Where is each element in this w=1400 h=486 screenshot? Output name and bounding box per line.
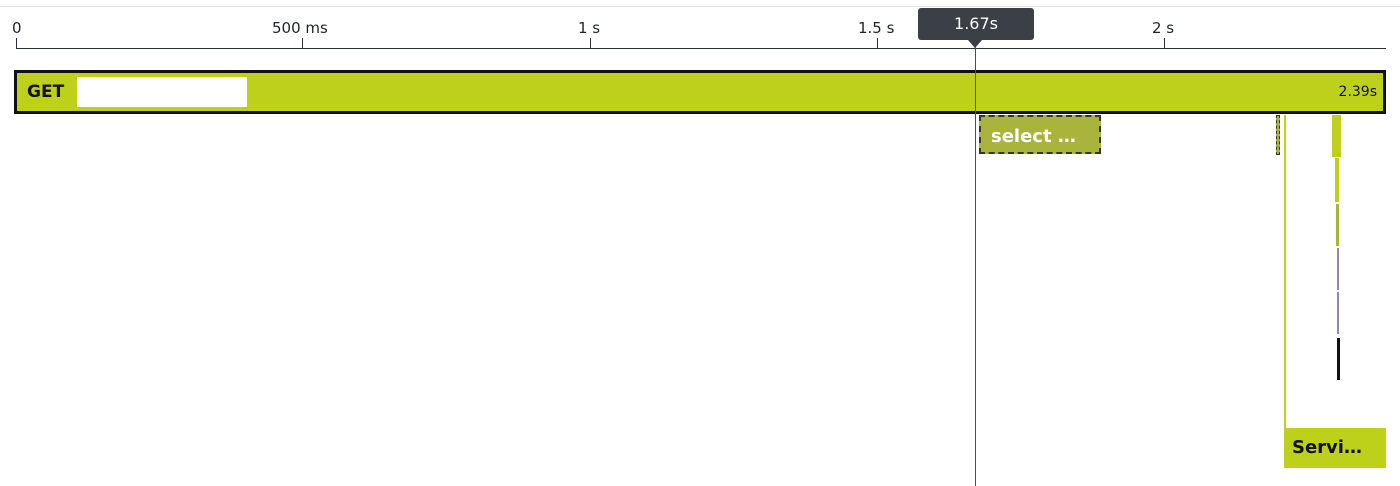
span-small-dashed[interactable] [1276,115,1280,155]
axis-tick-2s [1164,38,1165,48]
axis-tick-label-1-5s: 1.5 s [858,19,895,37]
span-thin-3[interactable] [1336,204,1339,246]
cursor-line[interactable] [975,36,976,486]
span-thin-4[interactable] [1337,248,1339,290]
cursor-time-tooltip: 1.67s [918,8,1034,48]
axis-tick-500ms [302,38,303,48]
timeline-axis [16,48,1386,49]
axis-tick-label-1s: 1 s [578,19,601,37]
axis-tick-1s [590,38,591,48]
axis-tick-1-5s [877,38,878,48]
span-connector-line [1284,115,1286,428]
root-span-bar[interactable]: GET 2.39s [14,70,1386,114]
span-thin-2[interactable] [1335,158,1339,202]
span-thin-5[interactable] [1337,292,1339,334]
axis-tick-label-2s: 2 s [1152,19,1175,37]
axis-tick-label-0: 0 [12,19,22,37]
span-thin-6[interactable] [1337,338,1340,380]
root-span-method: GET [27,82,65,102]
span-services[interactable]: Servi… [1284,428,1386,468]
axis-tick-label-500ms: 500 ms [272,19,328,37]
root-span-duration: 2.39s [1338,84,1377,100]
timeline-top-border [0,6,1400,7]
span-thin-1[interactable] [1332,115,1341,157]
root-span-redacted-name [77,77,247,107]
span-select[interactable]: select … [979,115,1101,154]
axis-tick-0 [16,38,17,48]
